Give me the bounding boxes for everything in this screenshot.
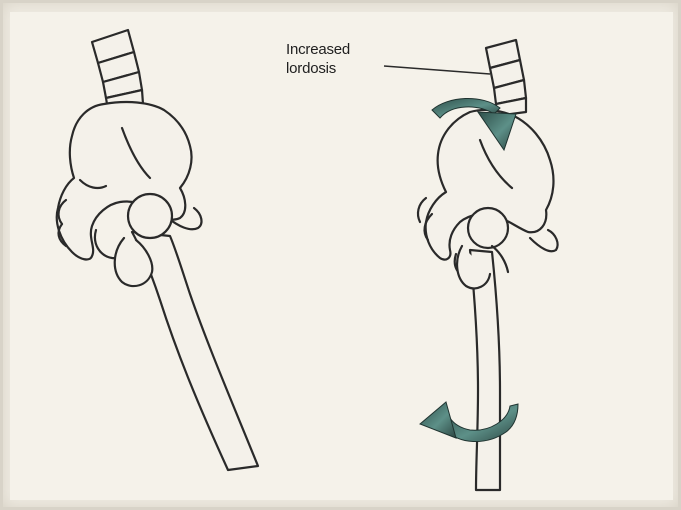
- left-pelvis: [57, 102, 192, 259]
- label-line-1: Increased: [286, 40, 350, 59]
- left-femoral-head: [128, 194, 172, 238]
- increased-lordosis-label: Increased lordosis: [286, 40, 350, 78]
- left-lumbar-vertebrae: [92, 30, 143, 110]
- label-line-2: lordosis: [286, 59, 350, 78]
- femur-rotation-arrow-icon: [420, 402, 518, 442]
- lordosis-leader-line: [384, 66, 490, 74]
- right-femoral-head: [468, 208, 508, 248]
- normal-hip-figure: [57, 30, 258, 470]
